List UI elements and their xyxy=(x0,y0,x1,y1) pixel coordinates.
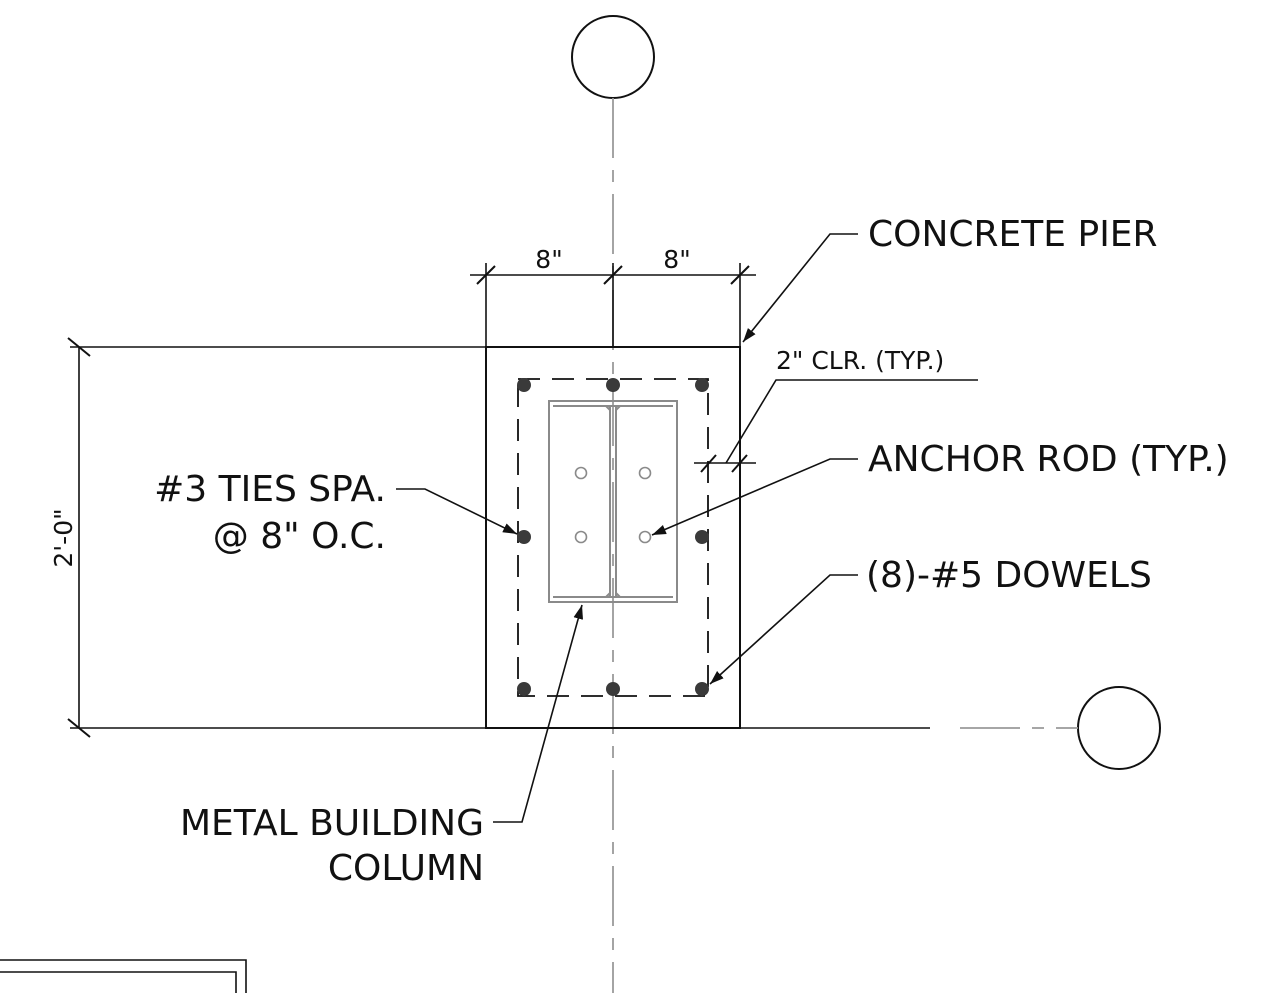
column-label-line2: COLUMN xyxy=(328,848,484,889)
anchor-rod-leader xyxy=(651,458,858,536)
dowels-leader xyxy=(709,574,858,685)
ties-leader xyxy=(396,488,518,535)
top-dimension-string xyxy=(470,263,756,347)
column-label-line1: METAL BUILDING xyxy=(180,803,484,844)
clear-cover-label: 2" CLR. (TYP.) xyxy=(776,346,944,375)
anchor-rods xyxy=(574,466,652,544)
ties-label-line1: #3 TIES SPA. xyxy=(154,469,386,510)
dowels-label: (8)-#5 DOWELS xyxy=(866,555,1152,596)
anchor-rod-label: ANCHOR ROD (TYP.) xyxy=(868,439,1229,480)
grid-bubble-right xyxy=(1077,686,1161,770)
dim-left-half: 8" xyxy=(535,245,562,274)
column-leader xyxy=(493,604,583,823)
clear-cover-dimension xyxy=(694,379,978,473)
height-dimension xyxy=(67,337,91,738)
concrete-pier-label: CONCRETE PIER xyxy=(868,214,1158,255)
dim-right-half: 8" xyxy=(663,245,690,274)
concrete-pier-leader xyxy=(742,233,858,343)
ties-label-line2: @ 8" O.C. xyxy=(213,516,386,557)
grid-bubble-top xyxy=(571,15,655,99)
metal-building-column xyxy=(548,400,678,603)
dim-height: 2'-0" xyxy=(49,508,78,567)
dowel-bars xyxy=(517,378,709,696)
adjacent-detail-frame xyxy=(0,959,247,993)
